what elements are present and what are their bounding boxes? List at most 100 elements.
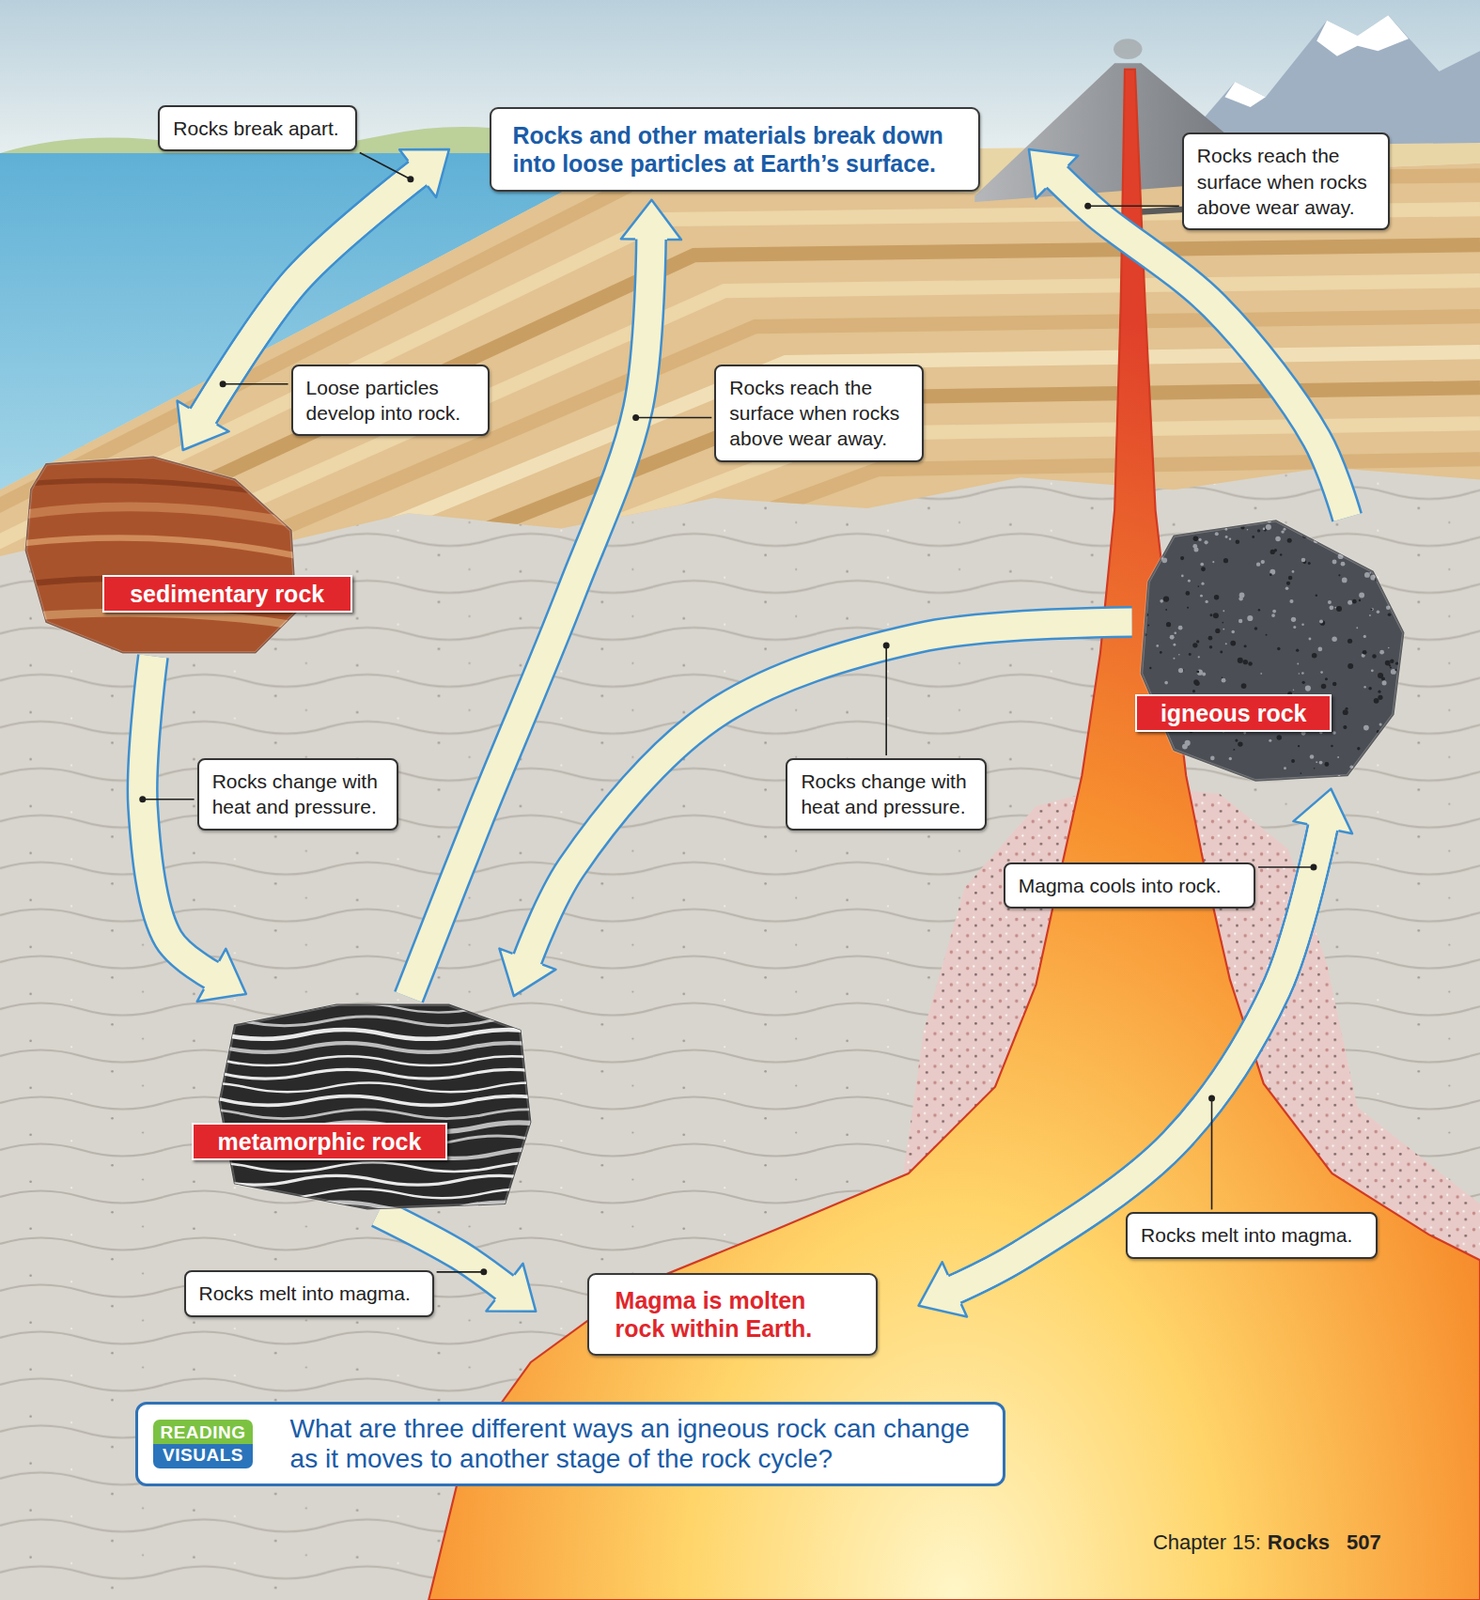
rock-speck: [1314, 594, 1317, 597]
rock-speck: [1147, 770, 1153, 776]
rock-band: [20, 538, 307, 559]
rock-speck: [1377, 672, 1384, 679]
rock-speck: [1243, 732, 1247, 735]
rock-speck: [1293, 625, 1296, 629]
rock-speck: [1357, 773, 1360, 776]
rock-edge: [25, 457, 296, 655]
rock-type-label: igneous rock: [1135, 694, 1333, 733]
rock-speck: [1385, 767, 1387, 770]
metamorphic-rock-node: metamorphic rock: [191, 999, 531, 1210]
rock-speck: [1301, 558, 1307, 563]
rock-speck: [1301, 623, 1305, 626]
rock-speck: [1381, 762, 1384, 764]
page-number: 507: [1346, 1530, 1382, 1556]
rock-speck: [1342, 709, 1349, 716]
rock-type-label: metamorphic rock: [191, 1122, 448, 1161]
cycle-arrow: [408, 236, 652, 998]
rock-speck: [1230, 630, 1234, 634]
rock-speck: [1197, 655, 1200, 658]
rock-speck: [1363, 635, 1367, 639]
rock-band: [156, 1189, 565, 1200]
rock-speck: [1210, 756, 1216, 762]
rock-speck: [1335, 778, 1339, 782]
rock-speck: [1238, 596, 1243, 601]
rock-speck: [1332, 682, 1338, 687]
leader-line: [142, 798, 195, 801]
rock-picture: [1135, 520, 1404, 781]
rock-speck: [1291, 759, 1295, 764]
rock-speck: [1169, 635, 1175, 640]
rock-speck: [1137, 769, 1144, 776]
rock-speck: [1272, 609, 1277, 614]
leader-dot: [883, 641, 890, 649]
rock-speck: [1331, 637, 1337, 642]
rock-speck: [1353, 521, 1358, 527]
rock-speck: [1187, 579, 1191, 583]
rock-speck: [1229, 520, 1233, 525]
rock-speck: [1372, 565, 1377, 570]
rock-speck: [1163, 595, 1169, 602]
rock-speck: [1141, 766, 1145, 770]
process-callout: Rocks change with heat and pressure.: [212, 768, 384, 821]
rock-speck: [1301, 671, 1305, 675]
rock-speck: [1186, 607, 1189, 609]
rock-speck: [1358, 592, 1365, 598]
rock-speck: [1212, 560, 1215, 563]
rock-speck: [1313, 767, 1316, 770]
rock-speck: [1377, 540, 1383, 546]
rock-speck: [1390, 669, 1397, 675]
rock-speck: [1178, 654, 1181, 656]
rock-speck: [1386, 566, 1391, 571]
process-callout: Magma cools into rock.: [1018, 872, 1241, 899]
sedimentary-rock-node: sedimentary rock: [20, 453, 353, 654]
rock-speck: [1199, 594, 1203, 598]
rock-speck: [1178, 668, 1184, 673]
rock-speck: [1333, 530, 1338, 535]
callout-box: Rocks reach the surface when rocks above…: [1182, 132, 1391, 231]
magma-body: [428, 69, 1480, 1600]
rock-picture: [20, 453, 353, 654]
arrow-head: [498, 949, 556, 998]
arrow-bodies: [142, 171, 1348, 1292]
rock-speck: [1293, 689, 1295, 692]
rock-speck: [1238, 619, 1243, 624]
rock-speck: [1223, 558, 1229, 563]
process-callout: Rocks break apart.: [172, 115, 343, 141]
rock-speck: [1194, 681, 1200, 686]
rock-speck: [1246, 615, 1253, 622]
rock-speck: [1308, 561, 1311, 565]
rock-speck: [1338, 574, 1340, 577]
rock-speck: [1381, 680, 1387, 686]
rock-speck: [1337, 756, 1340, 759]
callout-box: Rocks melt into magma.: [1125, 1212, 1378, 1259]
rock-band: [142, 1070, 551, 1080]
process-callout: Rocks reach the surface when rocks above…: [729, 374, 909, 452]
rock-body: [1140, 520, 1403, 781]
callout-box: Loose particles develop into rock.: [291, 364, 491, 437]
rock-speck: [1362, 650, 1368, 655]
leader-line: [359, 153, 411, 180]
rock-speck: [1297, 745, 1300, 748]
rock-speck: [1363, 725, 1370, 732]
rock-speck: [1389, 553, 1394, 558]
rock-speck: [1139, 739, 1143, 743]
rock-speck: [1328, 605, 1334, 610]
rock-speck: [1166, 622, 1171, 627]
rock-speck: [1344, 707, 1348, 711]
rock-speck: [1234, 738, 1238, 742]
rock-speck: [1269, 573, 1273, 577]
rock-speck: [1237, 741, 1243, 747]
rock-speck: [1207, 636, 1213, 641]
rock-speck: [1355, 626, 1358, 629]
rock-speck: [1173, 631, 1177, 635]
rock-speck: [1195, 520, 1200, 525]
rock-speck: [1324, 677, 1328, 681]
rock-speck: [1299, 772, 1302, 775]
rock-speck: [1192, 535, 1199, 542]
arrow-head: [621, 200, 682, 240]
arrow-head: [1028, 149, 1078, 199]
rock-speck: [1341, 577, 1348, 584]
rock-speck: [1383, 529, 1389, 536]
rock-speck: [1225, 642, 1228, 645]
